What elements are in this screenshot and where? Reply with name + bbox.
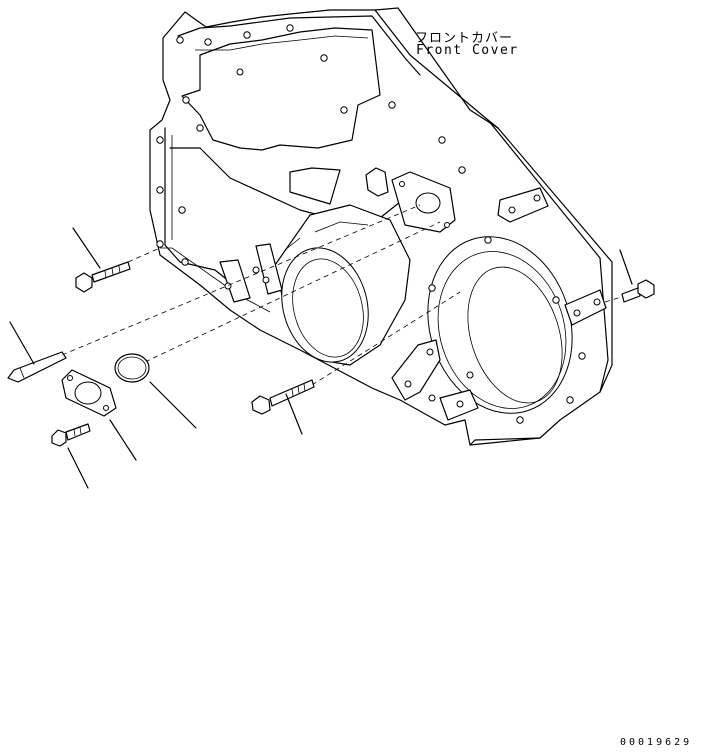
flange-plate-icon bbox=[61, 369, 117, 417]
drawing-number: 00019629 bbox=[620, 737, 693, 748]
leader-lines bbox=[9, 227, 633, 489]
part-label-japanese: フロントカバー bbox=[415, 31, 514, 46]
bolt-right-icon bbox=[621, 279, 655, 303]
front-cover-casting bbox=[149, 7, 613, 446]
o-ring-icon bbox=[114, 353, 150, 383]
bolt-upper-left-icon bbox=[75, 261, 131, 293]
pin-icon bbox=[7, 351, 67, 383]
cover-plate-seat bbox=[391, 171, 456, 233]
bolt-long-icon bbox=[251, 379, 315, 415]
bolt-lower-left-icon bbox=[51, 423, 91, 447]
part-label-english: Front Cover bbox=[416, 43, 519, 58]
bolt-holes bbox=[156, 24, 586, 424]
